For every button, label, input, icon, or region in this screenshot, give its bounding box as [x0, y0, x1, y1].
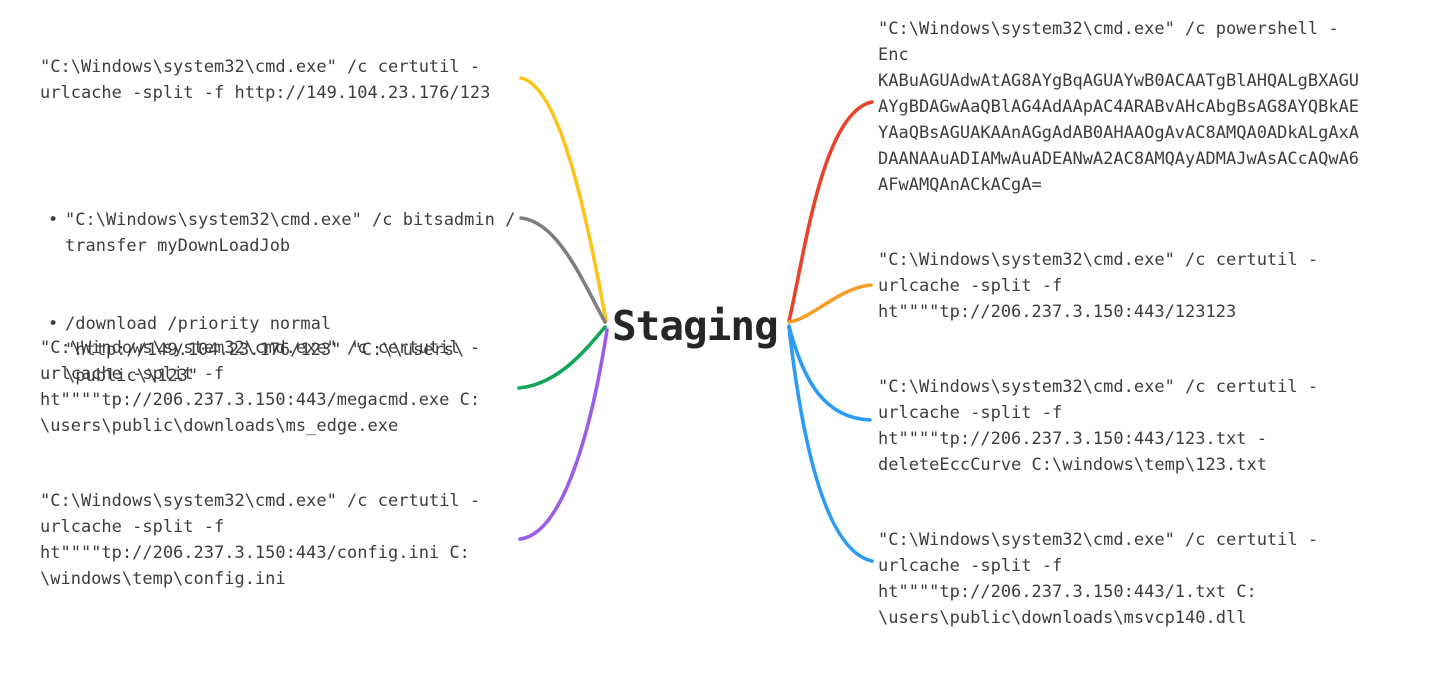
node-certutil-123123[interactable]: "C:\Windows\system32\cmd.exe" /c certuti…	[878, 250, 1319, 322]
branch-line-left-yellow[interactable]	[519, 76, 608, 323]
center-node-staging[interactable]: Staging	[612, 302, 779, 350]
branch-line-left-green[interactable]	[517, 325, 607, 390]
bullet-icon: •	[48, 314, 59, 334]
node-certutil-megacmd[interactable]: "C:\Windows\system32\cmd.exe" /c certuti…	[40, 338, 481, 436]
branch-line-right-red[interactable]	[787, 100, 874, 323]
bullet-item-bitsadmin[interactable]: • "C:\Windows\system32\cmd.exe" /c bitsa…	[48, 207, 515, 259]
node-powershell-enc[interactable]: "C:\Windows\system32\cmd.exe" /c powersh…	[878, 19, 1360, 195]
node-certutil-http-download[interactable]: "C:\Windows\system32\cmd.exe" /c certuti…	[40, 57, 491, 103]
bullet-item-download-priority[interactable]: • /download /priority normal "http://149…	[48, 311, 515, 389]
bullet-text: /download /priority normal "http://149.1…	[65, 314, 465, 386]
node-certutil-1-txt[interactable]: "C:\Windows\system32\cmd.exe" /c certuti…	[878, 530, 1319, 628]
branch-line-right-blue-2[interactable]	[787, 325, 874, 563]
node-certutil-123-txt[interactable]: "C:\Windows\system32\cmd.exe" /c certuti…	[878, 377, 1319, 475]
bullet-icon: •	[48, 210, 59, 230]
branch-line-right-blue-1[interactable]	[787, 324, 872, 422]
branch-line-right-orange[interactable]	[787, 283, 873, 324]
node-bitsadmin-transfer[interactable]: • "C:\Windows\system32\cmd.exe" /c bitsa…	[48, 155, 515, 441]
branch-line-left-purple[interactable]	[518, 328, 609, 541]
branch-line-left-gray[interactable]	[519, 216, 607, 324]
node-certutil-config-ini[interactable]: "C:\Windows\system32\cmd.exe" /c certuti…	[40, 491, 481, 589]
bullet-text: "C:\Windows\system32\cmd.exe" /c bitsadm…	[65, 210, 516, 256]
